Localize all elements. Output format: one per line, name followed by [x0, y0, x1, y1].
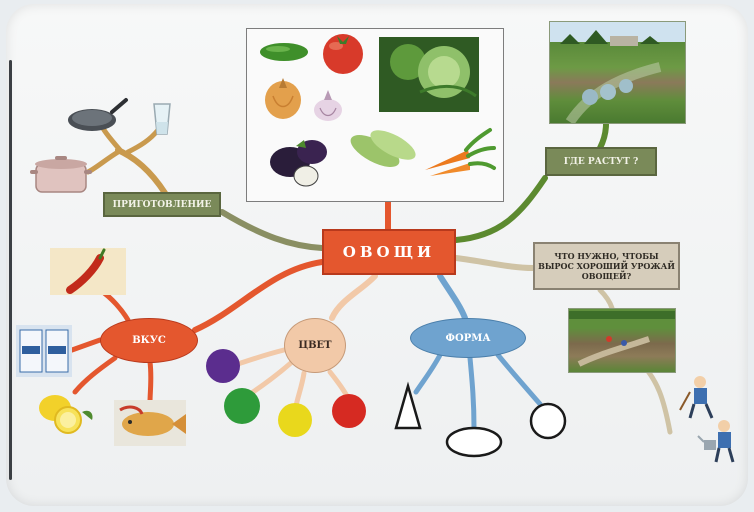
where-grow-node: ГДЕ РАСТУТ ?: [545, 147, 657, 176]
cucumber-icon: [260, 43, 308, 61]
lemon-icon: [39, 395, 93, 434]
branch-to-taste: [192, 259, 325, 333]
oval-icon: [445, 426, 503, 458]
cabbage-icon: [379, 37, 479, 112]
branch-to-shape: [437, 273, 468, 321]
garlic-icon: [314, 90, 342, 121]
onion-icon: [265, 78, 301, 119]
carrot-icon: [425, 128, 496, 176]
chili-pepper-icon: [50, 248, 126, 295]
yellow-swatch: [278, 403, 312, 437]
red-swatch: [332, 394, 366, 428]
branch-to-glass: [125, 127, 161, 155]
glass-icon: [153, 103, 171, 135]
frying-pan-icon: [68, 98, 128, 131]
garden-photo: [549, 21, 686, 124]
cooking-pot-icon: [30, 156, 92, 193]
branch-to-preparation: [219, 209, 325, 251]
taste-node: ВКУС: [100, 318, 198, 363]
branch-to-triangle: [413, 352, 443, 395]
fish-icon: [114, 400, 186, 446]
branch-to-field-photo: [597, 287, 615, 311]
branch-to-salt: [69, 337, 103, 353]
left-edge-bar: [9, 60, 12, 480]
green-swatch: [224, 388, 260, 424]
tomato-icon: [323, 34, 363, 74]
preparation-node: ПРИГОТОВЛЕНИЕ: [103, 192, 221, 217]
triangle-icon: [394, 381, 422, 430]
branch-to-fish: [147, 359, 154, 405]
gardener-icon: [679, 376, 714, 419]
branch-to-circle: [495, 352, 543, 407]
branch-to-garden-photo: [597, 121, 609, 151]
field-photo: [568, 308, 676, 373]
branch-to-lemon: [72, 355, 118, 395]
branch-to-purple: [235, 347, 287, 367]
branch-to-where: [453, 175, 548, 243]
harvest-question-node: ЧТО НУЖНО, ЧТОБЫ ВЫРОС ХОРОШИЙ УРОЖАЙ ОВ…: [533, 242, 680, 290]
eggplant-icon: [270, 140, 327, 187]
purple-swatch: [206, 349, 240, 383]
branch-to-color: [329, 273, 378, 321]
circle-icon: [529, 402, 567, 440]
branch-to-harvest: [453, 255, 536, 271]
branch-to-kitchen: [115, 147, 168, 196]
branch-to-oval: [467, 355, 477, 431]
watering-gardener-icon: [697, 420, 735, 463]
salt-pack-icon: [16, 325, 72, 377]
central-topic: ОВОЩИ: [322, 229, 456, 275]
color-node: ЦВЕТ: [284, 318, 346, 373]
zucchini-icon: [350, 130, 416, 167]
shape-node: ФОРМА: [410, 318, 526, 358]
